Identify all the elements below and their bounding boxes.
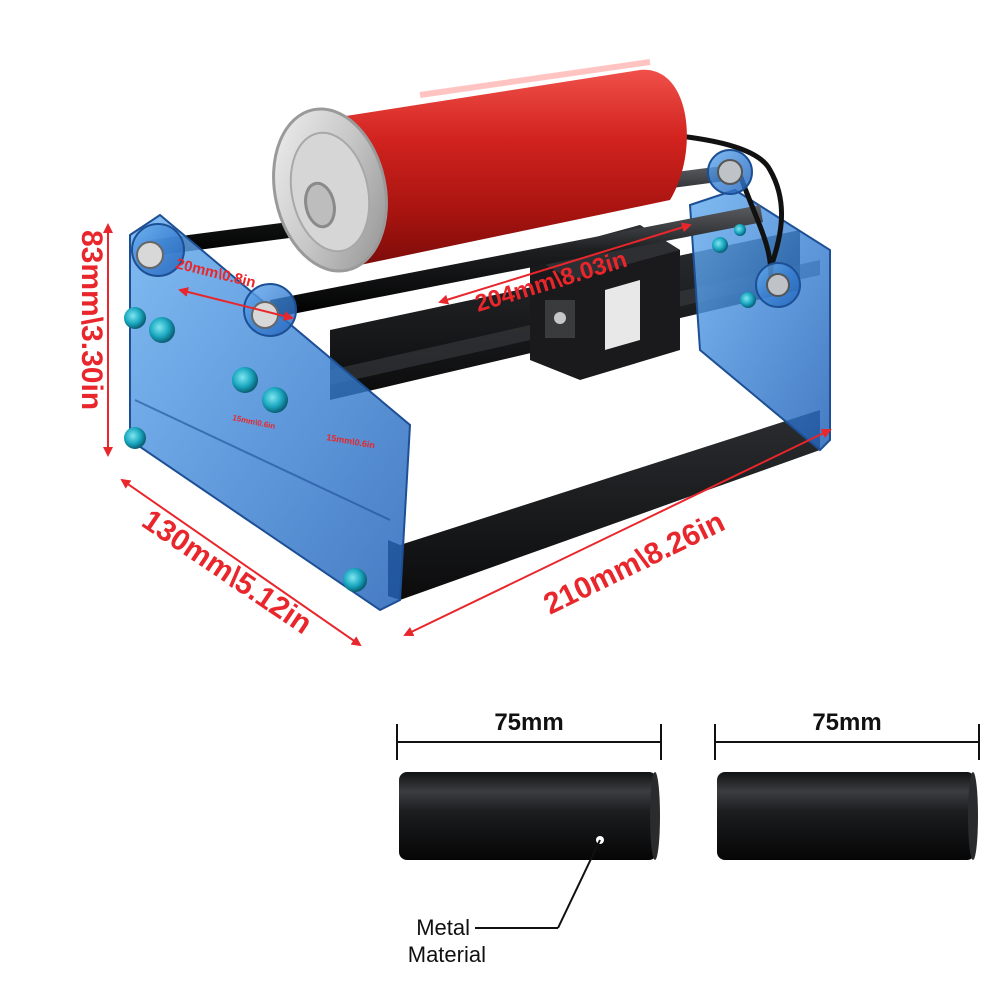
left-roller-dimension	[396, 724, 662, 760]
left-roller-length: 75mm	[494, 709, 563, 736]
left-roller	[399, 772, 660, 860]
callout-line-2: Material	[408, 942, 486, 967]
material-callout	[475, 836, 604, 929]
right-roller-dimension	[714, 724, 980, 760]
dimension-lines	[103, 222, 832, 647]
right-roller	[717, 772, 978, 860]
right-roller-length: 75mm	[812, 709, 881, 736]
right-pulleys	[707, 149, 801, 308]
height-label: 83mm\3.30in	[75, 230, 108, 410]
callout-line-1: Metal	[416, 915, 470, 940]
soda-can	[272, 59, 687, 273]
